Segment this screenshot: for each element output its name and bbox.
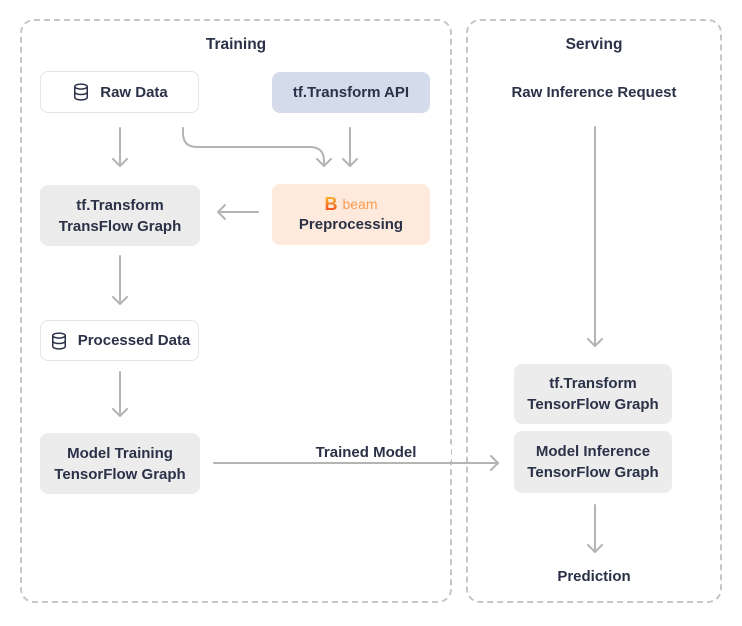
tf-tensorflow-graph-line2: TensorFlow Graph <box>527 396 659 413</box>
tf-transform-api-label: tf.Transform API <box>292 84 410 101</box>
node-tf-transform-transflow-graph: tf.Transform TransFlow Graph <box>40 185 200 246</box>
prediction-label: Prediction <box>557 568 631 585</box>
model-training-line1: Model Training <box>67 444 173 462</box>
node-model-inference-graph: Model Inference TensorFlow Graph <box>514 431 672 493</box>
transflow-graph-line1: tf.Transform <box>76 196 164 214</box>
model-inference-line1: Model Inference <box>535 443 651 460</box>
node-raw-data: Raw Data <box>40 71 199 113</box>
raw-inference-request-label: Raw Inference Request <box>511 84 677 101</box>
training-panel <box>20 19 452 603</box>
beam-logo-text: beam <box>342 195 378 212</box>
training-panel-title: Training <box>205 36 267 53</box>
transflow-graph-line2: TransFlow Graph <box>58 217 182 235</box>
beam-logo-icon: B <box>324 193 338 214</box>
node-tf-transform-tensorflow-graph: tf.Transform TensorFlow Graph <box>514 364 672 424</box>
processed-data-label: Processed Data <box>77 332 191 349</box>
node-tf-transform-api: tf.Transform API <box>272 72 430 113</box>
database-icon <box>71 82 91 102</box>
node-model-training-graph: Model Training TensorFlow Graph <box>40 433 200 494</box>
trained-model-edge-label: Trained Model <box>281 444 451 461</box>
preprocessing-label: Preprocessing <box>298 215 404 233</box>
node-preprocessing: B beam Preprocessing <box>272 184 430 245</box>
model-inference-line2: TensorFlow Graph <box>527 464 659 481</box>
database-icon <box>49 331 69 351</box>
serving-panel <box>466 19 722 603</box>
raw-data-label: Raw Data <box>100 83 168 101</box>
model-training-line2: TensorFlow Graph <box>54 465 186 483</box>
serving-panel-title: Serving <box>565 36 623 53</box>
node-processed-data: Processed Data <box>40 320 199 361</box>
tf-tensorflow-graph-line1: tf.Transform <box>549 375 637 392</box>
